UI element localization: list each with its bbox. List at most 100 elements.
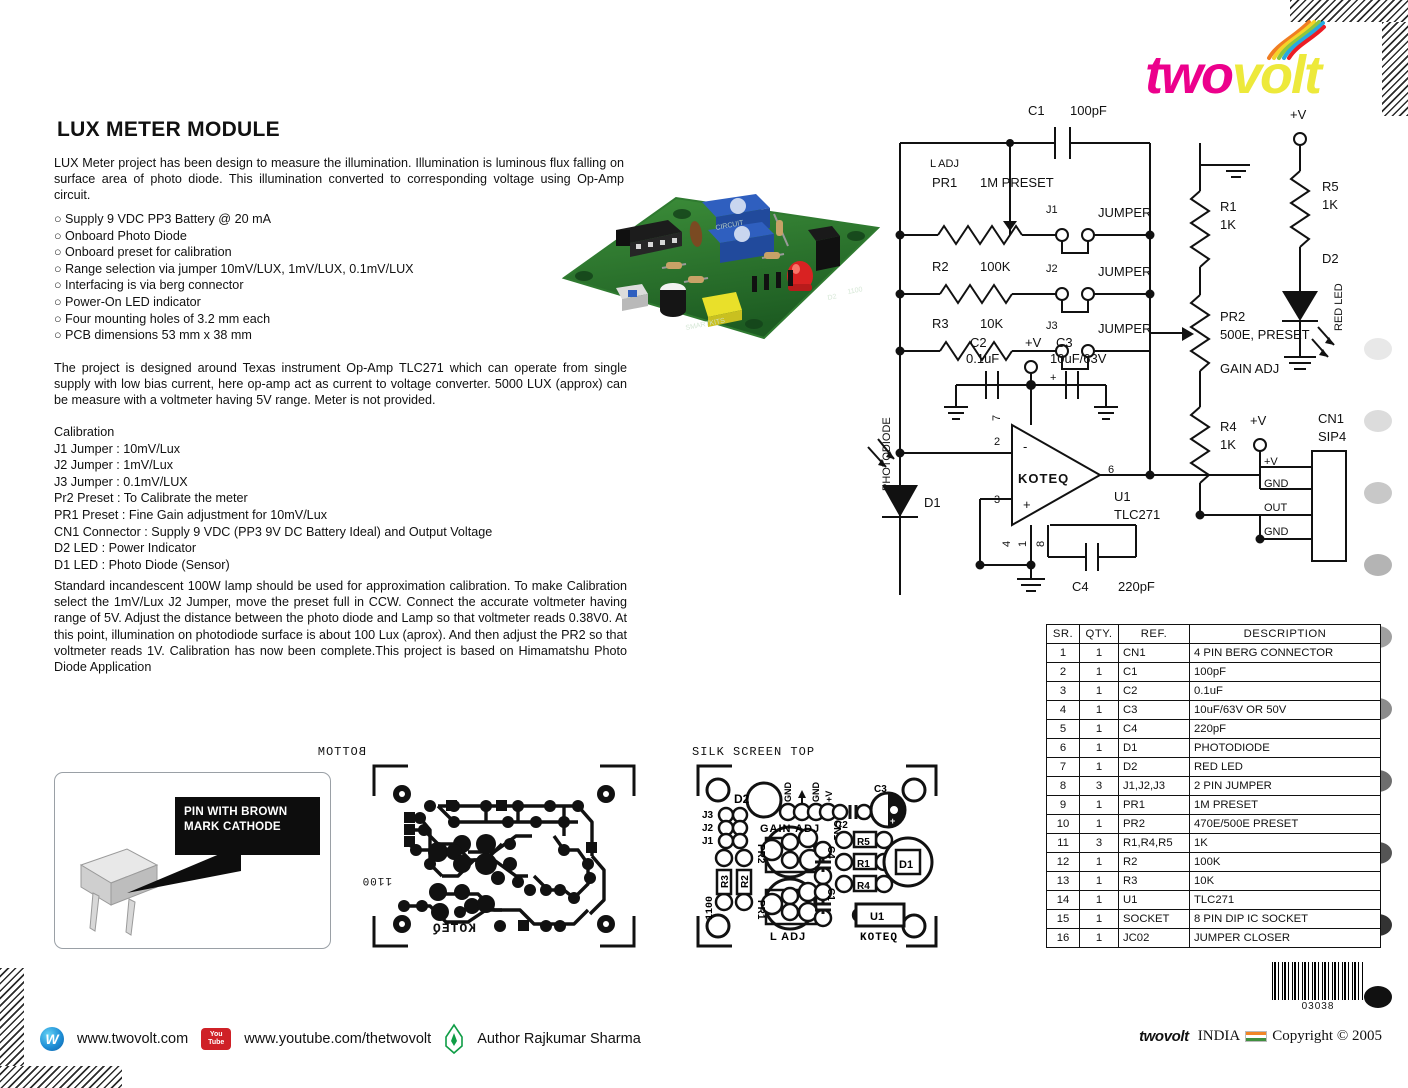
table-cell: 100pF [1189, 662, 1381, 682]
youtube-icon[interactable]: You Tube [201, 1028, 232, 1050]
silk-edge-text: 1100 [705, 896, 716, 920]
youtube-icon-bottom: Tube [208, 1039, 225, 1046]
bullet-icon: ○ [54, 328, 62, 343]
feature-label: Onboard preset for calibration [65, 245, 232, 260]
table-cell: 16 [1046, 928, 1080, 948]
table-cell: 1 [1079, 738, 1119, 758]
table-cell: 1M PRESET [1189, 795, 1381, 815]
silk-ref-pr1: PR1 [755, 900, 766, 920]
label-r5: R5 [1322, 179, 1339, 194]
table-cell: 3 [1079, 833, 1119, 853]
table-cell: R1,R4,R5 [1118, 833, 1190, 853]
th-qty: QTY. [1079, 624, 1119, 644]
label-pin6: 6 [1108, 464, 1114, 476]
table-cell: PHOTODIODE [1189, 738, 1381, 758]
rainbow-swirl-icon [1267, 20, 1326, 60]
gradient-dot [1364, 338, 1392, 360]
calibration-line: PR1 Preset : Fine Gain adjustment for 10… [54, 507, 327, 522]
silk-ref-r1: R1 [857, 859, 870, 870]
calibration-line: J3 Jumper : 0.1mV/LUX [54, 474, 188, 489]
gradient-dot [1364, 554, 1392, 576]
feature-label: Range selection via jumper 10mV/LUX, 1mV… [65, 261, 414, 276]
silk-ref-j1: J1 [702, 836, 714, 847]
th-sr: SR. [1046, 624, 1080, 644]
table-cell: 12 [1046, 852, 1080, 872]
label-c3-polarity: + [1050, 372, 1056, 384]
label-j1-jumper: JUMPER [1098, 205, 1151, 220]
table-cell: TLC271 [1189, 890, 1381, 910]
calibration-line: D1 LED : Photo Diode (Sensor) [54, 557, 230, 572]
table-cell: 1 [1079, 719, 1119, 739]
label-pin7: 7 [991, 415, 1003, 421]
feature-item: ○Supply 9 VDC PP3 Battery @ 20 mA [54, 211, 414, 228]
youtube-url[interactable]: www.youtube.com/thetwovolt [244, 1031, 432, 1047]
table-cell: CN1 [1118, 643, 1190, 663]
table-cell: 1 [1079, 871, 1119, 891]
india-flag-icon [1245, 1031, 1268, 1042]
label-r3-value: 10K [980, 316, 1003, 331]
youtube-icon-top: You [209, 1031, 223, 1038]
table-cell: 13 [1046, 871, 1080, 891]
silk-ref-r5: R5 [857, 837, 870, 848]
silk-ref-c1: C1 [825, 888, 836, 901]
label-c2: C2 [970, 335, 987, 350]
table-cell: 1 [1079, 700, 1119, 720]
silk-ref-r4: R4 [857, 881, 870, 892]
label-c4-value: 220pF [1118, 579, 1155, 594]
silk-ref-d2: D2 [734, 792, 750, 806]
feature-item: ○Range selection via jumper 10mV/LUX, 1m… [54, 261, 414, 278]
label-r3: R3 [932, 316, 949, 331]
table-cell: 1 [1079, 662, 1119, 682]
table-cell: 7 [1046, 757, 1080, 777]
table-cell: C2 [1118, 681, 1190, 701]
label-pin1: 1 [1017, 541, 1029, 547]
gradient-dot [1364, 986, 1392, 1008]
label-pin2: 2 [994, 436, 1000, 448]
silk-cn1-pin-gnd-1: GND [783, 782, 793, 803]
circuit-schematic: C1 100pF L ADJ PR1 1M PRESET J1 JUMPER R… [867, 103, 1347, 595]
feature-label: Onboard Photo Diode [65, 228, 187, 243]
bullet-icon: ○ [54, 228, 62, 243]
label-j3-jumper: JUMPER [1098, 321, 1151, 336]
diode-callout-label: PIN WITH BROWN MARK CATHODE [175, 797, 320, 855]
copyright-bar: twovolt INDIA Copyright © 2005 [1139, 1028, 1382, 1045]
table-cell: 1 [1079, 890, 1119, 910]
pcb-bottom-artwork: 1100 KOTEQ [362, 764, 636, 948]
table-cell: 4 [1046, 700, 1080, 720]
table-cell: D1 [1118, 738, 1190, 758]
label-j2: J2 [1046, 263, 1058, 275]
silk-ref-j2: J2 [702, 823, 714, 834]
label-opamp-plus: + [1023, 497, 1031, 512]
table-cell: 2 [1046, 662, 1080, 682]
website-icon: W [40, 1027, 64, 1051]
label-cn1-type: SIP4 [1318, 429, 1346, 444]
label-vplus-top: +V [1290, 107, 1307, 122]
silk-gain-adj: GAIN ADJ [760, 823, 820, 835]
pcb-bottom-edge-text: 1100 [362, 874, 392, 886]
table-cell: 10 [1046, 814, 1080, 834]
table-cell: R2 [1118, 852, 1190, 872]
feature-label: Supply 9 VDC PP3 Battery @ 20 mA [65, 212, 271, 226]
silk-screen-label: SILK SCREEN TOP [692, 745, 816, 759]
website-url[interactable]: www.twovolt.com [77, 1031, 189, 1047]
gradient-dot [1364, 410, 1392, 432]
table-cell: 1 [1079, 852, 1119, 872]
logo-text-two: two [1145, 45, 1234, 105]
feature-label: Power-On LED indicator [65, 294, 201, 309]
label-r1: R1 [1220, 199, 1237, 214]
label-j3: J3 [1046, 320, 1058, 332]
silk-ref-cn1: CN1 [831, 820, 842, 840]
table-cell: 11 [1046, 833, 1080, 853]
label-pr1: PR1 [932, 175, 957, 190]
label-c2-value: 0.1uF [966, 351, 999, 366]
table-cell: RED LED [1189, 757, 1381, 777]
silk-ref-c2: C2 [835, 820, 848, 831]
bullet-icon: ○ [54, 261, 62, 276]
